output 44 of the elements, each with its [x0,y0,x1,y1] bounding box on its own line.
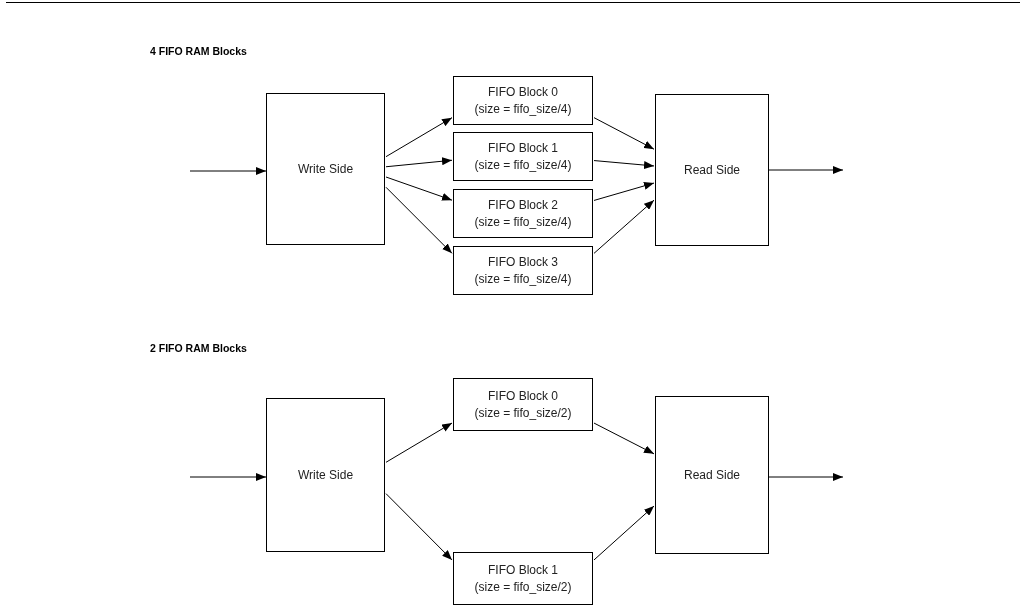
block-label: FIFO Block 0 [488,84,558,101]
arrow [593,117,655,150]
arrow [768,166,844,174]
block-box [655,94,769,246]
arrow [385,186,453,254]
block-label: (size = fifo_size/2) [474,578,572,595]
arrow [593,422,655,455]
arrow [385,493,453,561]
block-label: FIFO Block 2 [488,197,558,214]
arrow [189,167,267,175]
block-label: Write Side [297,160,354,178]
block-box [266,398,385,552]
block-box [453,246,593,295]
block-label: (size = fifo_size/2) [474,404,572,421]
block-box [453,189,593,238]
arrow [385,117,453,158]
block-box [453,552,593,605]
block-label: FIFO Block 1 [488,140,558,157]
arrow [385,176,453,201]
block-box [453,76,593,125]
block-box [655,396,769,554]
block-box [453,132,593,181]
arrow [385,157,453,168]
arrow [385,422,453,463]
block-label: Write Side [297,466,354,484]
block-label: Read Side [683,466,740,484]
arrow [768,473,844,481]
section-heading: 4 FIFO RAM Blocks [150,45,247,57]
block-label: FIFO Block 1 [488,562,558,579]
arrow [593,182,655,201]
block-label: FIFO Block 3 [488,254,558,271]
block-box [266,93,385,245]
section-heading: 2 FIFO RAM Blocks [150,342,247,354]
block-label: FIFO Block 0 [488,388,558,405]
block-label: (size = fifo_size/4) [474,156,572,173]
block-label: (size = fifo_size/4) [474,100,572,117]
block-label: Read Side [683,161,740,179]
arrow [593,160,655,170]
block-label: (size = fifo_size/4) [474,213,572,230]
arrow [593,505,655,561]
arrow [593,199,655,254]
block-box [453,378,593,431]
block-label: (size = fifo_size/4) [474,270,572,287]
arrow [189,473,267,481]
